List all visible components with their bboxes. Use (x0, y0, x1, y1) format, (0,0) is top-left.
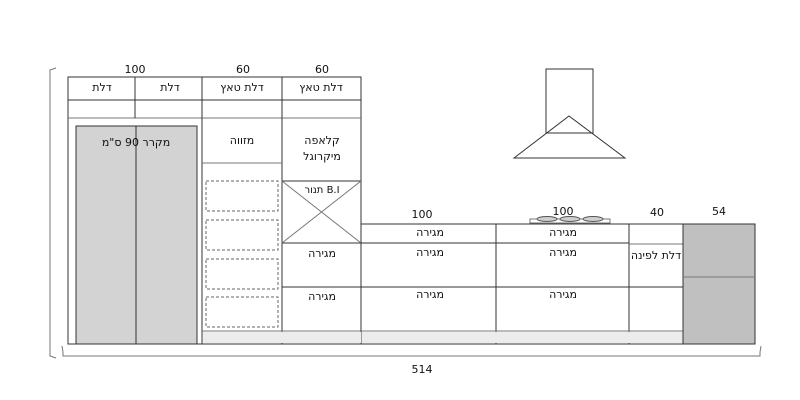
label-microwave-line1: קלאפה (304, 134, 339, 147)
hob (529, 216, 611, 224)
dim-dishwasher: 40 (650, 206, 664, 219)
dim-sink-run: 100 (412, 208, 433, 221)
label-drawer-sink-3: מגירה (416, 288, 444, 301)
label-microwave-line2: מיקרוגל (303, 150, 341, 163)
label-drawer-sink-2: מגירה (416, 246, 444, 259)
label-door-left: דלת (92, 81, 112, 94)
end-unit (682, 223, 756, 345)
label-drawer-oven-1: מגירה (308, 247, 336, 260)
dim-total: 514 (412, 363, 433, 376)
base-unit-block (360, 223, 684, 345)
dim-tall-doors: 100 (125, 63, 146, 76)
tall-unit-block (67, 76, 362, 345)
label-tilt-door-pantry: דלת טאץ (220, 81, 263, 94)
label-tilt-door-oven: דלת טאץ (299, 81, 342, 94)
dim-end-unit: 54 (712, 205, 726, 218)
extractor-hood (512, 68, 627, 159)
label-door-right: דלת (160, 81, 180, 94)
label-corner-door: דלת לפינה (631, 249, 681, 262)
label-oven: תנור B.I (304, 185, 339, 196)
label-drawer-hob-3: מגירה (549, 288, 577, 301)
total-width-bracket (61, 345, 762, 357)
dim-pantry: 60 (236, 63, 250, 76)
dim-oven-column: 60 (315, 63, 329, 76)
dim-hob-run: 100 (553, 205, 574, 218)
label-drawer-hob-1: מגירה (549, 226, 577, 239)
label-pantry: מזווה (230, 134, 254, 147)
label-fridge: מקרר 90 ס"מ (102, 136, 170, 149)
label-drawer-hob-2: מגירה (549, 246, 577, 259)
label-drawer-oven-2: מגירה (308, 290, 336, 303)
plinth (362, 332, 683, 343)
pantry-inner-drawers (205, 180, 279, 328)
height-bracket (49, 67, 57, 359)
label-drawer-sink-1: מגירה (416, 226, 444, 239)
